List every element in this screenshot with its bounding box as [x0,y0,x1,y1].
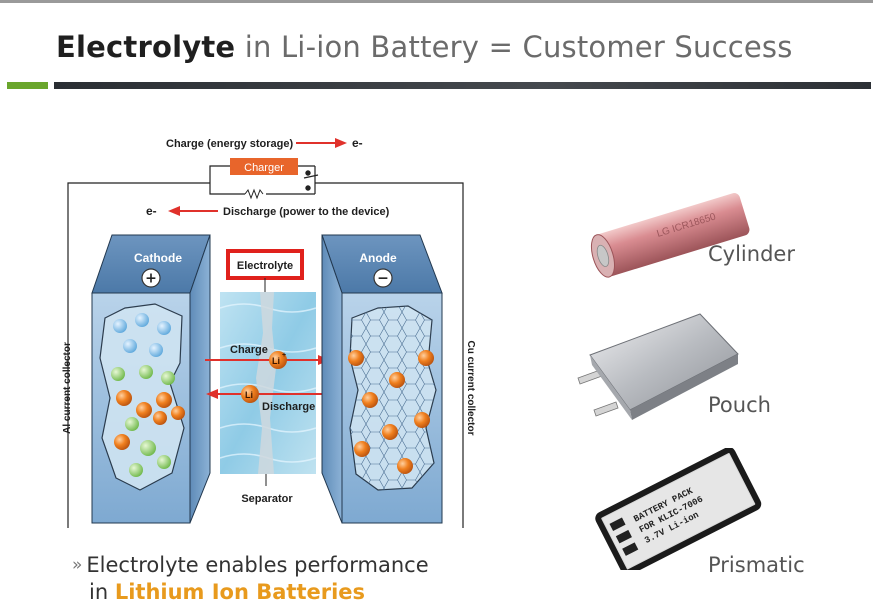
lithium-ion-particle [113,319,127,333]
lithium-ion-discharge [241,385,259,403]
li-ion-battery-diagram: Charger Charge (energy storage) e- e- Di… [62,136,476,528]
lithium-ion-particle [418,350,434,366]
cathode-label: Cathode [134,251,182,265]
separator-membrane [256,292,276,486]
lithium-ion-particle [414,412,430,428]
ion-label-discharge: Li [245,390,253,400]
lithium-ion-particle [129,463,143,477]
lithium-ion-particle [157,455,171,469]
cathode-particles [111,313,185,477]
discharge-label: Discharge [262,401,315,413]
lithium-ion-particle [348,350,364,366]
plus-sign-icon: + [141,268,161,288]
cell-label-prismatic: Prismatic [708,553,805,577]
electron-label-top: e- [352,136,363,150]
lithium-ion-particle [354,441,370,457]
lithium-ion-particle [140,440,156,456]
charger-box [230,158,298,175]
anode-label: Anode [359,251,397,265]
lithium-ion-particle [116,390,132,406]
al-collector-label: Al current collector [62,342,73,434]
top-border [0,0,873,3]
minus-sign-icon: − [373,268,393,288]
cathode-electrode [91,234,211,524]
lithium-ion-particle [397,458,413,474]
lithium-ion-particle [362,392,378,408]
lithium-ion-particle [111,367,125,381]
anode-sign: − [377,271,389,287]
lithium-ion-particle [125,417,139,431]
anode-electrode [321,234,443,524]
pouch-cell-image [577,313,739,420]
switch-icon [303,170,319,191]
charge-label: Charge [230,344,268,356]
lithium-ion-particle [171,406,185,420]
bullet-text-2-prefix: in [89,580,115,604]
lithium-ion-particle [157,321,171,335]
accent-bar-green [7,82,48,89]
title-emphasis: Electrolyte [56,30,236,64]
prismatic-cell-image: BATTERY PACK FOR KLIC-7006 3.7V Li-ion [595,448,762,570]
ion-label-charge: Li [272,356,280,366]
lithium-ion-particle [123,339,137,353]
lithium-ion-particle [135,313,149,327]
charger-label: Charger [244,162,284,174]
cathode-sign: + [145,271,157,287]
lithium-ion-particle [389,372,405,388]
cell-label-pouch: Pouch [708,393,771,417]
lithium-ion-particle [156,392,172,408]
electron-label-bottom: e- [146,204,157,218]
bullet-line-1: »Electrolyte enables performance [72,552,429,579]
lithium-ion-particle [139,365,153,379]
charge-arrow-icon [296,138,347,148]
lithium-ion-particle [153,411,167,425]
bullet-marker-icon: » [72,555,83,575]
cu-collector-label: Cu current collector [465,340,476,435]
ion-charge-superscript: + [282,352,286,359]
lithium-ion-particle [136,402,152,418]
discharge-caption: Discharge (power to the device) [223,206,390,218]
accent-bar-dark [54,82,871,89]
discharge-arrow-icon [168,206,218,216]
external-circuit [67,165,464,528]
separator-label: Separator [241,493,293,505]
cylinder-cell-image: LG ICR18650 [590,193,750,278]
lithium-ion-particle [382,424,398,440]
lithium-ion-charge [269,351,287,369]
lithium-ion-particle [161,371,175,385]
anode-particles [348,350,434,474]
discharge-ion-arrow-icon [206,389,335,399]
electrolyte-label-box [226,249,304,280]
cell-label-cylinder: Cylinder [708,242,795,266]
electrolyte-label: Electrolyte [237,260,293,272]
title-remainder: in Li-ion Battery = Customer Success [235,30,793,64]
slide-title: Electrolyte in Li-ion Battery = Customer… [56,28,793,66]
lithium-ion-particle [114,434,130,450]
charge-caption: Charge (energy storage) [166,138,293,150]
bullet-line-2: in Lithium Ion Batteries [89,579,365,606]
lithium-ion-particle [149,343,163,357]
bullet-text-1: Electrolyte enables performance [86,553,429,577]
bullet-highlight: Lithium Ion Batteries [114,580,366,604]
